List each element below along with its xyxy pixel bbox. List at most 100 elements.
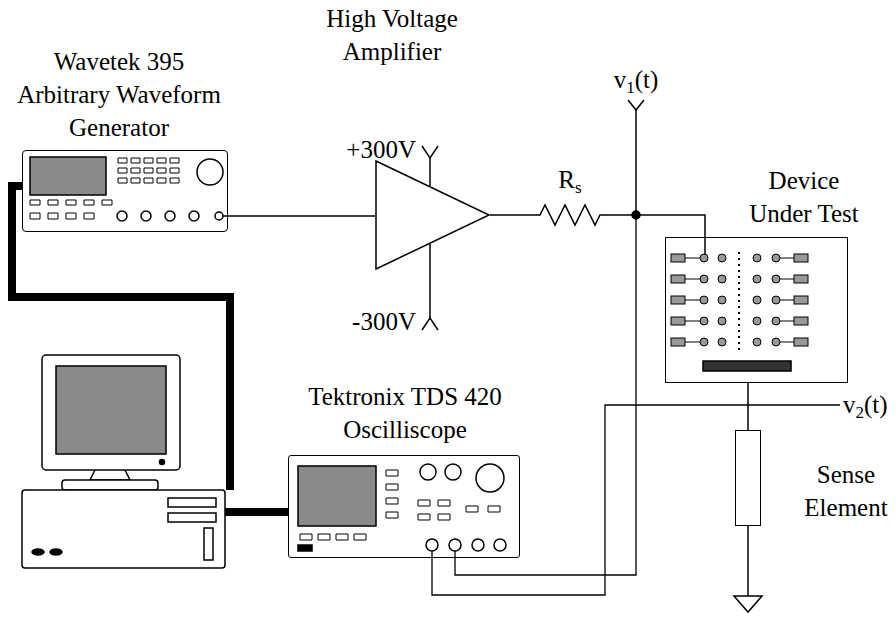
instrument-label: Sense Element bbox=[796, 458, 896, 524]
electrode-pad bbox=[671, 275, 685, 283]
computer-case bbox=[22, 490, 225, 568]
pin-lead bbox=[704, 237, 706, 254]
scope-power-switch bbox=[298, 545, 312, 551]
generator-connector bbox=[165, 211, 175, 221]
electrode-lead bbox=[780, 342, 794, 343]
electrode-row bbox=[671, 296, 808, 304]
ground-symbol bbox=[734, 596, 762, 612]
electrode-dot bbox=[772, 317, 780, 325]
electrode-dot bbox=[700, 254, 708, 262]
monitor-stand bbox=[90, 470, 130, 480]
supply-voltage: -300V bbox=[352, 307, 416, 337]
electrode-row bbox=[671, 317, 808, 325]
monitor-base bbox=[62, 480, 158, 490]
electrode-dot bbox=[718, 275, 726, 283]
scope-input bbox=[472, 539, 484, 551]
signal-wire bbox=[228, 215, 375, 217]
signal-wire bbox=[747, 383, 749, 430]
sense-element: Sense Element bbox=[735, 430, 761, 526]
electrode-pad bbox=[794, 275, 808, 283]
probe-wire bbox=[432, 405, 840, 595]
electrode-lead bbox=[685, 342, 700, 343]
electrode-row bbox=[671, 254, 808, 262]
subscript: s bbox=[575, 178, 582, 197]
generator-output-jack bbox=[215, 212, 223, 220]
center-dotted-line bbox=[738, 252, 740, 350]
electrode-lead bbox=[780, 300, 794, 301]
electrode-pad bbox=[671, 254, 685, 262]
supply-wire bbox=[429, 244, 431, 318]
scope-knob bbox=[476, 464, 504, 492]
generator-connector bbox=[189, 211, 199, 221]
waveform-generator: Wavetek 395 Arbitrary Waveform Generator bbox=[22, 150, 228, 232]
electrode-lead bbox=[780, 258, 794, 259]
electrode-pad bbox=[794, 338, 808, 346]
electrode-dot bbox=[700, 338, 708, 346]
monitor-housing bbox=[42, 355, 180, 470]
amplifier-triangle: High Voltage Amplifier bbox=[375, 160, 490, 270]
electrode-dot bbox=[753, 296, 761, 304]
subscript: 2 bbox=[856, 403, 865, 422]
electrode-dot bbox=[753, 317, 761, 325]
ground-wire bbox=[747, 526, 749, 596]
scope-screen bbox=[298, 466, 376, 526]
supply-terminal bbox=[422, 318, 438, 330]
electrode-dot bbox=[772, 275, 780, 283]
electrode-pad bbox=[671, 296, 685, 304]
disk-drive bbox=[168, 513, 216, 522]
generator-buttons bbox=[30, 200, 112, 219]
electrode-dot bbox=[700, 275, 708, 283]
electrode-pad bbox=[794, 254, 808, 262]
electrode-pad bbox=[671, 317, 685, 325]
electrode-dot bbox=[700, 317, 708, 325]
subscript: 1 bbox=[626, 78, 635, 97]
resistor-wire bbox=[490, 205, 705, 237]
resistor-name: Rs bbox=[558, 165, 581, 195]
probe-terminal bbox=[628, 100, 644, 110]
electrode-dot bbox=[772, 338, 780, 346]
monitor-power-light bbox=[160, 460, 165, 465]
generator-screen bbox=[30, 157, 106, 195]
oscilloscope: Tektronix TDS 420 Oscilliscope bbox=[288, 455, 520, 558]
monitor-screen bbox=[56, 366, 166, 454]
instrument-label: High Voltage Amplifier bbox=[307, 2, 477, 68]
scope-knob bbox=[420, 464, 436, 480]
electrode-dot bbox=[718, 296, 726, 304]
signal-name: v1(t) bbox=[614, 65, 659, 95]
case-light bbox=[50, 549, 62, 555]
signal-name: v2(t) bbox=[843, 390, 888, 420]
generator-connector bbox=[141, 211, 151, 221]
amplifier-outline bbox=[376, 161, 489, 269]
electrode-row bbox=[671, 275, 808, 283]
electrode-dot bbox=[718, 317, 726, 325]
electrode-dot bbox=[753, 254, 761, 262]
electrode-row bbox=[671, 338, 808, 346]
generator-connector bbox=[117, 211, 127, 221]
electrode-dot bbox=[700, 296, 708, 304]
electrode-lead bbox=[780, 279, 794, 280]
drive-bay bbox=[204, 528, 213, 560]
electrode-pad bbox=[794, 317, 808, 325]
scope-input bbox=[449, 539, 461, 551]
electrode-pad bbox=[794, 296, 808, 304]
electrode-lead bbox=[685, 279, 700, 280]
amplifier-symbol bbox=[375, 160, 490, 270]
disk-drive bbox=[168, 498, 216, 507]
gpib-cable bbox=[225, 508, 288, 516]
electrode-dot bbox=[718, 254, 726, 262]
electrode-dot bbox=[772, 296, 780, 304]
electrode-dot bbox=[753, 275, 761, 283]
electrode-lead bbox=[685, 300, 700, 301]
electrode-lead bbox=[685, 258, 700, 259]
scope-input bbox=[494, 539, 506, 551]
ground-electrode-bar bbox=[703, 361, 791, 371]
electrode-lead bbox=[685, 321, 700, 322]
junction-dot bbox=[632, 211, 640, 219]
scope-knob bbox=[445, 464, 461, 480]
instrument-label: Wavetek 395 Arbitrary Waveform Generator bbox=[9, 45, 229, 144]
instrument-label: Device Under Test bbox=[740, 164, 868, 230]
electrode-dot bbox=[753, 338, 761, 346]
generator-keypad bbox=[118, 158, 179, 183]
electrode-lead bbox=[780, 321, 794, 322]
